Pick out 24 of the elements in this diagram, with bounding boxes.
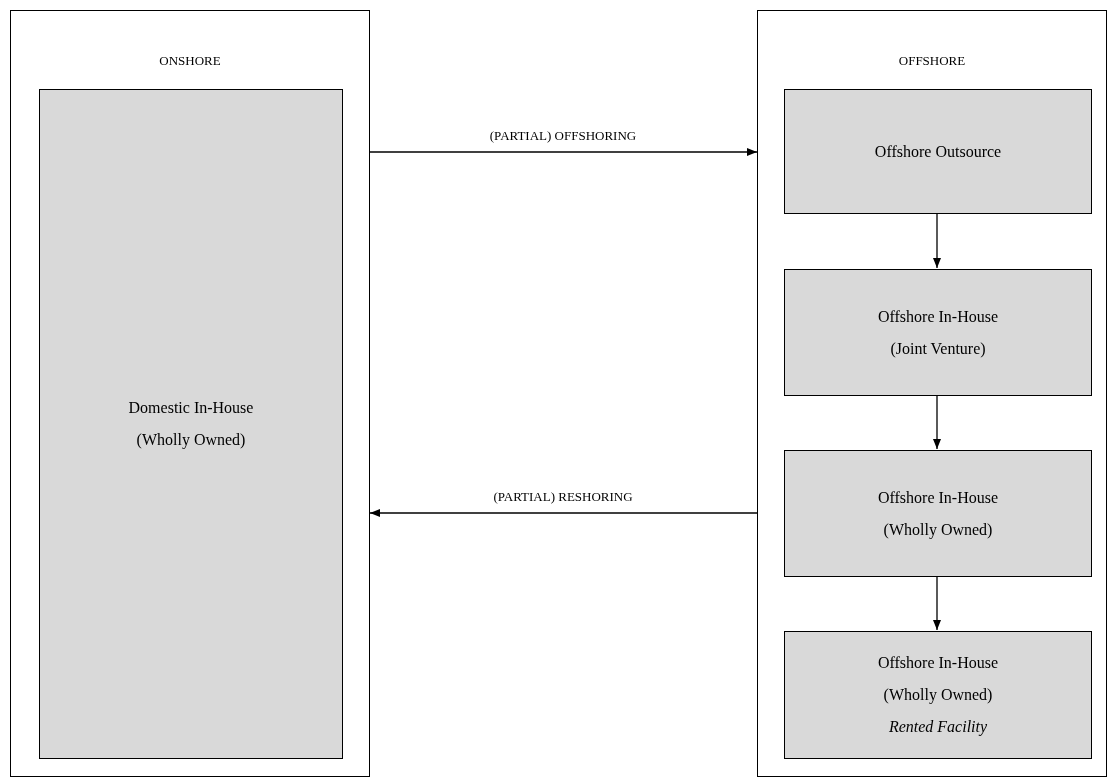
process-box	[784, 89, 1092, 214]
arrow	[933, 575, 941, 631]
box-text: Offshore Outsource	[874, 141, 1002, 162]
process-box	[784, 269, 1092, 396]
box-text: Rented Facility	[888, 717, 988, 737]
box-text: Domestic In-House	[128, 398, 254, 418]
arrow	[369, 148, 758, 156]
arrow	[933, 212, 941, 269]
box-text: Offshore In-House	[877, 306, 999, 327]
process-box	[784, 450, 1092, 577]
process-box	[784, 631, 1092, 759]
region-title: OFFSHORE	[897, 52, 967, 70]
region-panel	[10, 10, 370, 777]
region-title: ONSHORE	[158, 52, 222, 70]
box-text: Offshore In-House	[877, 487, 999, 508]
arrow	[933, 394, 941, 450]
region-panel	[757, 10, 1107, 777]
process-box	[39, 89, 343, 759]
box-text: (Wholly Owned)	[136, 430, 246, 450]
box-text: Offshore In-House	[877, 653, 999, 673]
box-text: (Wholly Owned)	[883, 685, 993, 705]
box-text: (Wholly Owned)	[883, 519, 993, 540]
arrow	[369, 509, 758, 517]
box-text: (Joint Venture)	[890, 338, 986, 359]
